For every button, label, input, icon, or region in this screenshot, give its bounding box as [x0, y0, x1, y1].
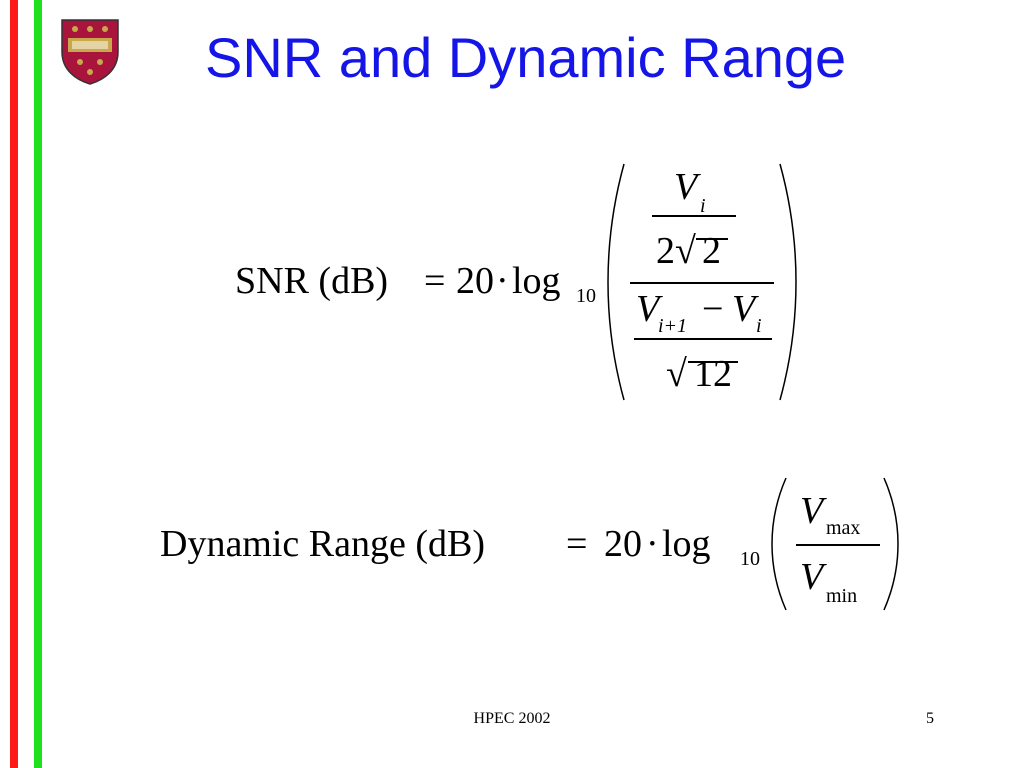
- dr-sub-min: min: [826, 585, 858, 607]
- dr-equals: =: [566, 523, 588, 565]
- snr-two: 2: [656, 230, 675, 272]
- snr-sqrt-sign-12: √: [666, 353, 687, 395]
- snr-lhs: SNR (dB): [235, 260, 389, 302]
- snr-minus: −: [702, 288, 724, 330]
- dr-log-base: 10: [740, 548, 760, 570]
- snr-top-sub: i: [700, 195, 706, 217]
- dr-v-min: V: [800, 556, 824, 598]
- dr-right-paren: [883, 477, 899, 611]
- dr-v-max: V: [800, 490, 824, 532]
- snr-sub-next: i+1: [658, 315, 688, 337]
- snr-top-v: V: [674, 166, 698, 208]
- snr-log-base: 10: [576, 285, 596, 307]
- dr-lhs: Dynamic Range (dB): [160, 523, 486, 565]
- snr-sqrt-bar: [696, 238, 728, 240]
- slide-title: SNR and Dynamic Range: [205, 26, 847, 89]
- snr-log: log: [512, 260, 561, 302]
- dr-log: log: [662, 523, 711, 565]
- snr-sqrt-sign: √: [675, 230, 696, 272]
- dr-fraction-bar: [796, 544, 880, 546]
- footer-text: HPEC 2002: [473, 710, 551, 727]
- snr-inner-top-fraction-bar: [652, 215, 736, 217]
- page-number: 5: [926, 710, 934, 727]
- dr-dot: ·: [646, 523, 659, 565]
- snr-right-paren: [779, 163, 797, 401]
- snr-main-fraction-bar: [630, 282, 774, 284]
- snr-two-under-root: 2: [702, 230, 721, 272]
- snr-twelve: 12: [694, 353, 732, 395]
- snr-dot: ·: [496, 260, 509, 302]
- snr-sub-current: i: [756, 315, 762, 337]
- dr-sub-max: max: [826, 517, 861, 539]
- snr-left-paren: [607, 163, 625, 401]
- left-green-bar: [34, 0, 42, 768]
- snr-v-current: V: [732, 288, 756, 330]
- snr-coefficient: 20: [456, 260, 494, 302]
- snr-v-next: V: [636, 288, 660, 330]
- dr-left-paren: [771, 477, 787, 611]
- snr-sqrt12-bar: [688, 361, 738, 363]
- dr-coefficient: 20: [604, 523, 642, 565]
- university-shield-logo: [60, 18, 120, 86]
- snr-equals: =: [424, 260, 446, 302]
- snr-inner-bottom-fraction-bar: [634, 338, 772, 340]
- left-red-bar: [10, 0, 18, 768]
